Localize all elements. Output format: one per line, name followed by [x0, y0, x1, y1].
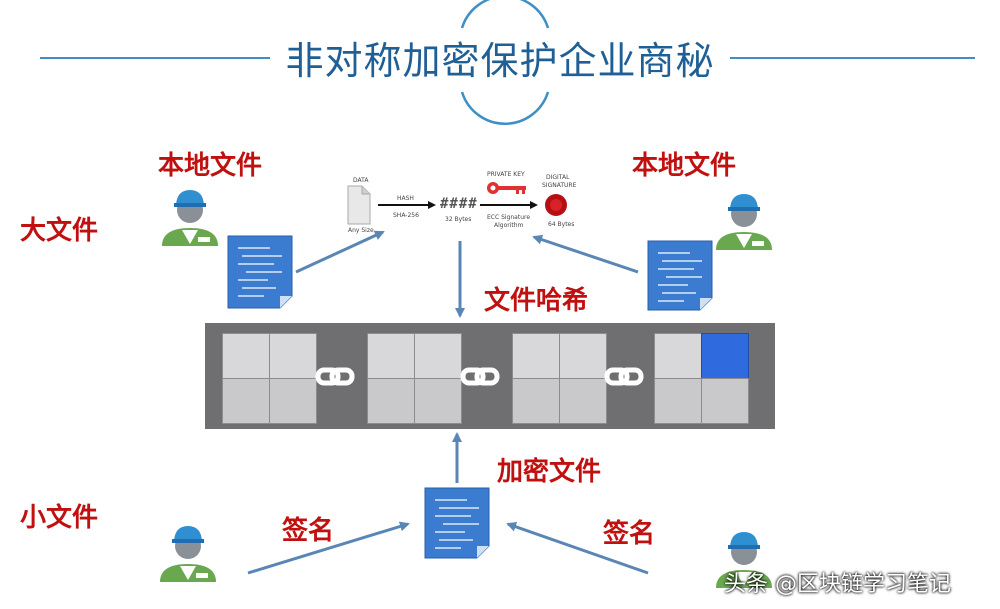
- encrypted-file-label: 加密文件: [497, 457, 602, 487]
- block-cube: [559, 378, 607, 424]
- private-key-label: PRIVATE KEY: [487, 171, 525, 178]
- large-file-label: 大文件: [20, 216, 99, 246]
- block-cube-new: [701, 333, 749, 379]
- block-cube: [701, 378, 749, 424]
- document-icon-left: [227, 235, 293, 309]
- hash-output-symbols: ####: [440, 196, 478, 212]
- person-icon-top-left: [162, 190, 218, 246]
- block-cube: [559, 333, 607, 379]
- chain-link-icon: [460, 367, 500, 386]
- watermark-text: 头条 @区块链学习笔记: [724, 572, 951, 597]
- digital-label: DIGITAL: [546, 174, 570, 181]
- sign-label-left: 签名: [282, 516, 335, 546]
- person-icon-top-right: [716, 194, 772, 250]
- private-key-icon: [487, 182, 526, 194]
- chain-link-icon: [315, 367, 355, 386]
- file-hash-label: 文件哈希: [484, 286, 589, 316]
- sha-label: SHA-256: [393, 212, 419, 219]
- any-size-label: Any Size: [348, 227, 374, 234]
- chain-link-icon: [604, 367, 644, 386]
- arrow-right-doc-to-hash: [532, 234, 639, 274]
- title-line-left: [40, 57, 270, 59]
- block-cube: [512, 333, 560, 379]
- title-line-right: [730, 57, 975, 59]
- block-cube: [414, 378, 462, 424]
- bytes32-label: 32 Bytes: [445, 216, 472, 223]
- local-file-label-left: 本地文件: [158, 151, 263, 181]
- local-file-label-right: 本地文件: [632, 151, 737, 181]
- block-cube: [269, 378, 317, 424]
- person-icon-bottom-right: [716, 532, 772, 588]
- hash-label: HASH: [397, 195, 414, 202]
- document-icon-encrypted: [424, 487, 490, 559]
- signature-label: SIGNATURE: [542, 182, 577, 189]
- page-title: 非对称加密保护企业商秘: [285, 39, 715, 83]
- algorithm-label: Algorithm: [494, 222, 524, 229]
- document-icon-right: [647, 240, 713, 311]
- arrow-left-person-to-encrypted: [247, 521, 410, 575]
- block-cube: [367, 333, 415, 379]
- block-cube: [367, 378, 415, 424]
- block-cube: [512, 378, 560, 424]
- arrow-left-doc-to-hash: [295, 230, 385, 274]
- sign-label-right: 签名: [603, 519, 656, 549]
- data-file-icon: [347, 185, 371, 225]
- digital-signature-seal-icon: [545, 194, 567, 216]
- small-file-label: 小文件: [20, 503, 99, 533]
- data-label: DATA: [353, 177, 369, 184]
- block-cube: [654, 378, 702, 424]
- bytes64-label: 64 Bytes: [548, 221, 575, 228]
- person-icon-bottom-left: [160, 526, 216, 582]
- ecc-label: ECC Signature: [487, 214, 531, 221]
- block-cube: [222, 378, 270, 424]
- arrow-right-person-to-encrypted: [506, 521, 649, 575]
